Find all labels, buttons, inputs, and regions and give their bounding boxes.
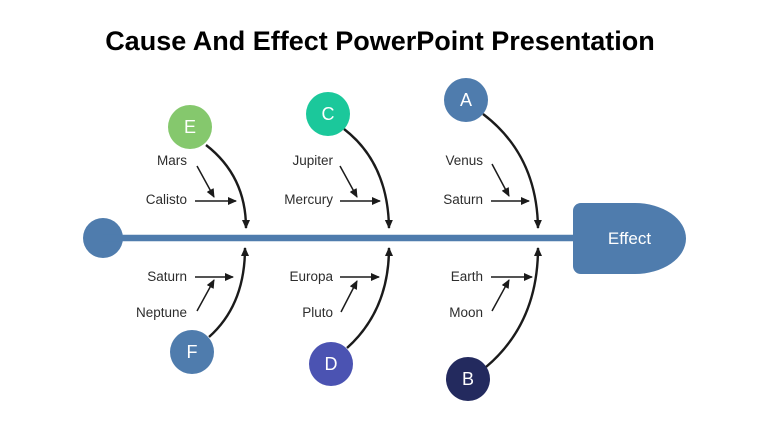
cause-label-venus: Venus (445, 153, 483, 168)
branch-curve-b (485, 247, 542, 368)
cause-arrow-pluto (340, 280, 358, 313)
cause-arrow-venus (491, 163, 510, 197)
cause-label-neptune: Neptune (135, 305, 187, 320)
cause-label-mercury: Mercury (284, 192, 333, 207)
cause-label-saturn-top: Saturn (443, 192, 483, 207)
cause-arrow-moon (491, 279, 510, 312)
branch-curve-a (482, 113, 542, 229)
cause-label-europa: Europa (289, 269, 333, 284)
branch-curve-e (205, 144, 250, 229)
branch-curve-d (346, 247, 393, 349)
cause-arrow-mars (196, 165, 215, 198)
node-circle-f: F (170, 330, 214, 374)
branch-curve-f (208, 247, 249, 338)
node-circle-d: D (309, 342, 353, 386)
effect-label: Effect (607, 228, 652, 248)
node-circle-c: C (306, 92, 350, 136)
cause-label-pluto: Pluto (302, 305, 333, 320)
cause-label-earth: Earth (450, 269, 483, 284)
slide-title: Cause And Effect PowerPoint Presentation (105, 26, 655, 56)
cause-arrow-neptune (196, 279, 215, 312)
cause-arrow-jupiter (339, 165, 358, 198)
node-circle-a: A (444, 78, 488, 122)
cause-label-mars: Mars (157, 153, 187, 168)
cause-label-calisto: Calisto (145, 192, 187, 207)
cause-label-jupiter: Jupiter (292, 153, 333, 168)
node-circle-e: E (168, 105, 212, 149)
cause-label-moon: Moon (449, 305, 483, 320)
cause-label-saturn-bottom: Saturn (147, 269, 187, 284)
node-circle-b: B (446, 357, 490, 401)
branch-curve-c (343, 128, 393, 229)
effect-shape: Effect (573, 203, 686, 274)
